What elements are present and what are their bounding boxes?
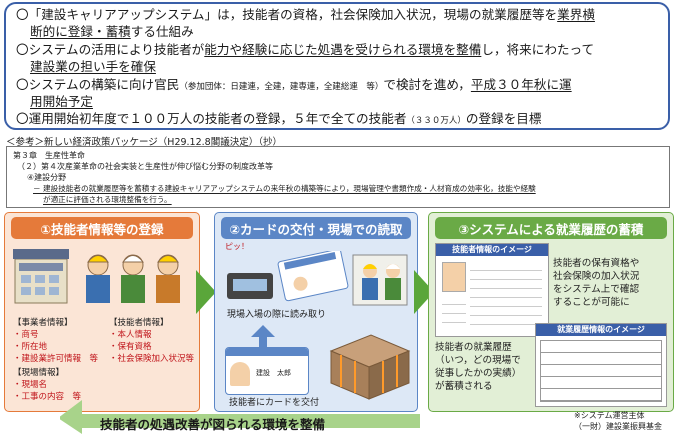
bottom-arrow-text: 技能者の処遇改善が図られる環境を整備 (100, 417, 326, 432)
business-info-heading: 【事業者情報】 (13, 318, 73, 328)
panel-registration-title: ①技能者情報等の登録 (11, 217, 193, 239)
summary-line-4: 建設業の担い手を確保 (30, 59, 156, 74)
worker-info-description: 技能者の保有資格や 社会保険の加入状況 をシステム上で確認 することが可能に (553, 258, 640, 308)
panel-history: ③システムによる就業履歴の蓄積 技能者情報のイメージ 技能者の保有資格や 社会保… (428, 212, 674, 412)
summary-line-1: 〇「建設キャリアアップシステム」は，技能者の資格，社会保険加入状況，現場の就業履… (16, 7, 595, 22)
beep-label: ピッ！ (225, 242, 249, 251)
read-caption: 現場入場の際に読み取り (227, 310, 327, 320)
site-info-block: 【現場情報】 ・現場名 ・工事の内容 等 (13, 367, 81, 403)
panel-history-title: ③システムによる就業履歴の蓄積 (435, 217, 667, 239)
building-construction-illustration (329, 334, 411, 400)
summary-line-7: 〇運用開始初年度で１００万人の技能者の登録，５年で全ての技能者（３３０万人）の登… (16, 111, 542, 126)
panel-registration: ①技能者情報等の登録 【事業者情報】 ・商号 ・所在地 ・建設業許可情報 等 【… (4, 212, 200, 412)
work-history-image-label: 就業履歴情報のイメージ (536, 324, 666, 336)
policy-box: 第３章 生産性革命 （２）第４次産業革命の社会実装と生産性が伸び悩む分野の制度改… (6, 146, 670, 208)
summary-box: 〇「建設キャリアアップシステム」は，技能者の資格，社会保険加入状況，現場の就業履… (4, 2, 670, 130)
up-arrow-icon (251, 325, 275, 337)
worker-info-block: 【技能者情報】 ・本人情報 ・保有資格 ・社会保険加入状況等 (109, 317, 194, 365)
operator-note: ※システム運営主体 （一財）建設業振興基金 (574, 411, 662, 431)
business-info-item: ・所在地 (13, 342, 48, 352)
policy-line-4: － 建設技能者の就業履歴等を蓄積する建設キャリアアップシステムの来年秋の構築等に… (33, 184, 536, 193)
business-info-item: ・商号 (13, 330, 39, 340)
panel-card: ②カードの交付・現場での読取 ピッ！ 現場入場の際に読み取り 建設 太郎 技能者… (214, 212, 418, 412)
card-name: 建設 太郎 (256, 369, 291, 377)
office-and-workers-illustration (13, 249, 180, 304)
site-info-item: ・現場名 (13, 380, 48, 390)
site-info-heading: 【現場情報】 (13, 368, 65, 378)
policy-line-5: が適正に評価される環境整備を行う。 (43, 195, 172, 204)
policy-line-1: 第３章 生産性革命 (13, 151, 85, 160)
bottom-return-arrow (60, 400, 420, 434)
work-history-image: 就業履歴情報のイメージ (535, 323, 667, 407)
reference-heading: ＜参考＞新しい経済政策パッケージ（H29.12.8閣議決定）（抄） (6, 137, 282, 148)
up-arrow-stem (259, 337, 267, 347)
worker-info-heading: 【技能者情報】 (109, 318, 169, 328)
construction-card: 建設 太郎 (225, 347, 309, 395)
worker-info-item: ・本人情報 (109, 330, 152, 340)
worker-info-image-label: 技能者情報のイメージ (436, 244, 548, 256)
panel-card-title: ②カードの交付・現場での読取 (221, 217, 411, 239)
site-info-item: ・工事の内容 等 (13, 392, 82, 402)
business-info-block: 【事業者情報】 ・商号 ・所在地 ・建設業許可情報 等 (13, 317, 98, 365)
issue-caption: 技能者にカードを交付 (229, 398, 320, 408)
worker-info-image: 技能者情報のイメージ (435, 243, 549, 337)
policy-line-2: （２）第４次産業革命の社会実装と生産性が伸び悩む分野の制度改革等 (17, 162, 273, 171)
worker-info-item: ・社会保険加入状況等 (109, 354, 195, 364)
worker-info-item: ・保有資格 (109, 342, 152, 352)
work-history-description: 技能者の就業履歴 （いつ，どの現場で 従事したかの実績） が蓄積される (435, 342, 522, 392)
summary-line-2: 断的に登録・蓄積する仕組み (30, 24, 194, 39)
business-info-item: ・建設業許可情報 等 (13, 354, 99, 364)
summary-line-6: 用開始予定 (30, 94, 93, 109)
card-reader-illustration (227, 251, 408, 306)
flow-arrow-right-icon (196, 270, 216, 314)
summary-line-3: 〇システムの活用により技能者が能力や経験に応じた処遇を受けられる環境を整備し，将… (16, 42, 595, 57)
policy-line-3: ④建設分野 (27, 173, 67, 182)
summary-line-5: 〇システムの構築に向け官民（参加団体：日建連，全建，建専連，全建総連 等）で検討… (16, 77, 572, 92)
